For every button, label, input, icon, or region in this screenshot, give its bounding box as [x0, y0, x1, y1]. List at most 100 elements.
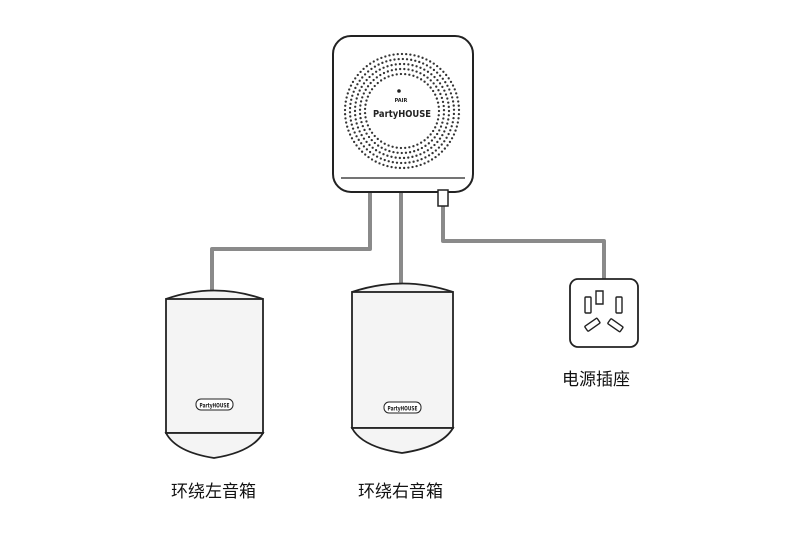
grille-hole [407, 68, 410, 71]
grille-hole [423, 80, 426, 83]
grille-hole [382, 66, 385, 69]
grille-hole [345, 96, 348, 99]
grille-hole [421, 56, 424, 59]
grille-hole [394, 156, 397, 159]
grille-hole [457, 104, 460, 107]
grille-hole [379, 73, 382, 77]
grille-hole [435, 85, 438, 88]
grille-hole [367, 70, 370, 73]
grille-hole [372, 78, 375, 82]
grille-hole [360, 150, 364, 153]
grille-hole [431, 151, 434, 155]
grille-hole [372, 60, 375, 63]
grille-hole [441, 121, 444, 124]
hub-device: PAIR PartyHOUSE [332, 35, 474, 207]
grille-hole [362, 137, 366, 140]
grille-hole [358, 130, 361, 133]
grille-hole [398, 156, 401, 160]
grille-hole [423, 151, 426, 154]
grille-hole [411, 64, 414, 67]
right-speaker-top [351, 282, 454, 293]
grille-hole [444, 81, 447, 84]
left-speaker-body [165, 298, 264, 434]
grille-hole [377, 144, 380, 147]
grille-hole [380, 146, 383, 149]
grille-hole [386, 65, 389, 68]
grille-hole [435, 122, 438, 125]
grille-hole [366, 95, 370, 98]
grille-hole [456, 121, 459, 124]
grille-hole [434, 155, 437, 159]
grille-hole [426, 149, 429, 152]
grille-hole [358, 112, 362, 116]
grille-hole [368, 143, 371, 147]
grille-hole [351, 80, 355, 84]
grille-hole [386, 70, 389, 73]
grille-hole [364, 103, 367, 106]
grille-hole [395, 146, 398, 149]
grille-hole [430, 139, 434, 142]
grille-hole [408, 73, 411, 76]
grille-hole [385, 60, 388, 63]
grille-hole [391, 161, 394, 164]
grille-hole [429, 86, 432, 89]
right-speaker-caption: 环绕右音箱 [358, 482, 443, 502]
grille-hole [407, 156, 410, 159]
grille-hole [400, 161, 403, 165]
grille-hole [452, 104, 455, 107]
grille-hole [415, 154, 418, 157]
grille-hole [436, 78, 439, 82]
grille-hole [434, 126, 437, 129]
grille-hole [444, 126, 448, 129]
grille-hole [350, 123, 353, 126]
grille-hole [365, 65, 368, 68]
grille-hole [387, 75, 390, 78]
grille-hole [444, 93, 448, 96]
grille-hole [370, 139, 373, 142]
grille-hole [372, 153, 375, 156]
grille-hole [457, 108, 461, 112]
grille-hole [383, 142, 386, 145]
grille-hole [411, 155, 414, 158]
grille-hole [433, 136, 436, 139]
grille-hole [360, 133, 363, 137]
grille-hole [426, 136, 429, 139]
grille-hole [450, 125, 453, 128]
grille-hole [348, 133, 352, 136]
grille-hole [365, 148, 369, 151]
grille-hole [429, 133, 432, 136]
grille-hole [402, 156, 406, 160]
grille-hole [435, 97, 438, 100]
grille-hole [352, 90, 355, 93]
grille-hole [390, 165, 393, 169]
grille-hole [419, 163, 422, 167]
grille-hole [373, 65, 377, 68]
grille-hole [364, 153, 367, 156]
grille-hole [413, 54, 416, 57]
grille-hole [353, 131, 356, 134]
grille-hole [369, 81, 372, 85]
left-speaker-bottom [164, 432, 265, 459]
hub-brand-logo: PartyHOUSE [373, 109, 431, 120]
grille-hole [370, 88, 374, 91]
grille-hole [449, 92, 453, 95]
grille-hole [446, 84, 449, 87]
grille-hole [403, 62, 406, 66]
socket-caption: 电源插座 [562, 370, 630, 390]
grille-hole [445, 136, 448, 139]
grille-hole [393, 58, 396, 61]
grille-hole [420, 146, 424, 150]
grille-hole [439, 92, 442, 96]
grille-hole [394, 63, 397, 66]
grille-hole [350, 137, 354, 140]
grille-hole [415, 70, 418, 73]
grille-hole [379, 157, 382, 160]
grille-hole [371, 146, 374, 149]
grille-hole [398, 67, 402, 71]
hub-cable-plug [437, 189, 449, 207]
grille-hole [349, 115, 352, 118]
grille-hole [407, 166, 410, 169]
grille-hole [365, 78, 368, 82]
grille-hole [361, 124, 364, 128]
